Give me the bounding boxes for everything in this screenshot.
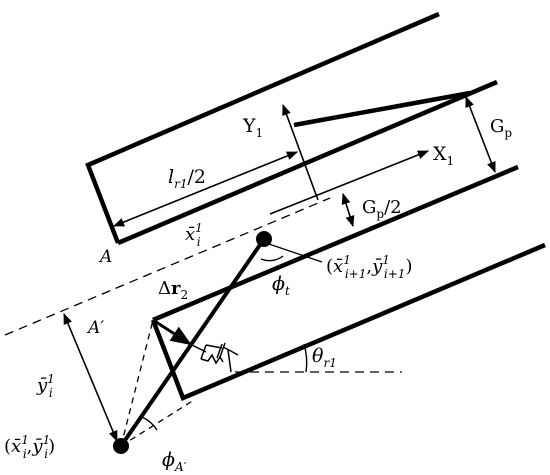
label-y1: Y1 — [242, 115, 263, 140]
link-rod — [119, 237, 266, 448]
theta-r1-arc — [303, 343, 308, 373]
label-gp-half: Gp/2 — [362, 197, 402, 221]
point-next — [256, 231, 272, 247]
y1-axis-arrow — [282, 103, 319, 201]
label-x1: X1 — [433, 143, 454, 168]
label-a: A — [98, 247, 112, 267]
upper-rail-left-and-top-edge — [85, 11, 440, 244]
x1-axis-arrow — [269, 150, 430, 215]
gap-top-line — [293, 90, 471, 128]
spring-damper — [189, 342, 239, 373]
lower-rail-left-and-bottom-edge — [150, 242, 546, 401]
leader-line — [265, 242, 323, 263]
label-lr1-half: lr1/2 — [168, 166, 206, 191]
label-phi-a: ϕA′ — [162, 449, 187, 474]
point-to-corner-dashed — [120, 319, 154, 447]
label-a-prime: A′ — [86, 318, 104, 338]
point-i — [113, 438, 129, 454]
label-delta-r2: Δr2 — [158, 278, 188, 302]
phi-a-arc — [141, 416, 158, 431]
label-gp: Gp — [490, 116, 512, 140]
delta-r2-vector — [152, 318, 192, 346]
extension-dashed — [120, 399, 195, 447]
lower-rail-top-edge — [152, 164, 519, 323]
ybar-dimension — [63, 312, 118, 443]
phi-t-arc — [260, 255, 284, 262]
gp-dimension — [465, 95, 496, 174]
lr1-half-dimension — [112, 151, 299, 227]
gp-half-dimension — [341, 192, 355, 228]
label-theta-r1: θr1 — [312, 345, 337, 370]
label-phi-t: ϕt — [272, 273, 290, 298]
